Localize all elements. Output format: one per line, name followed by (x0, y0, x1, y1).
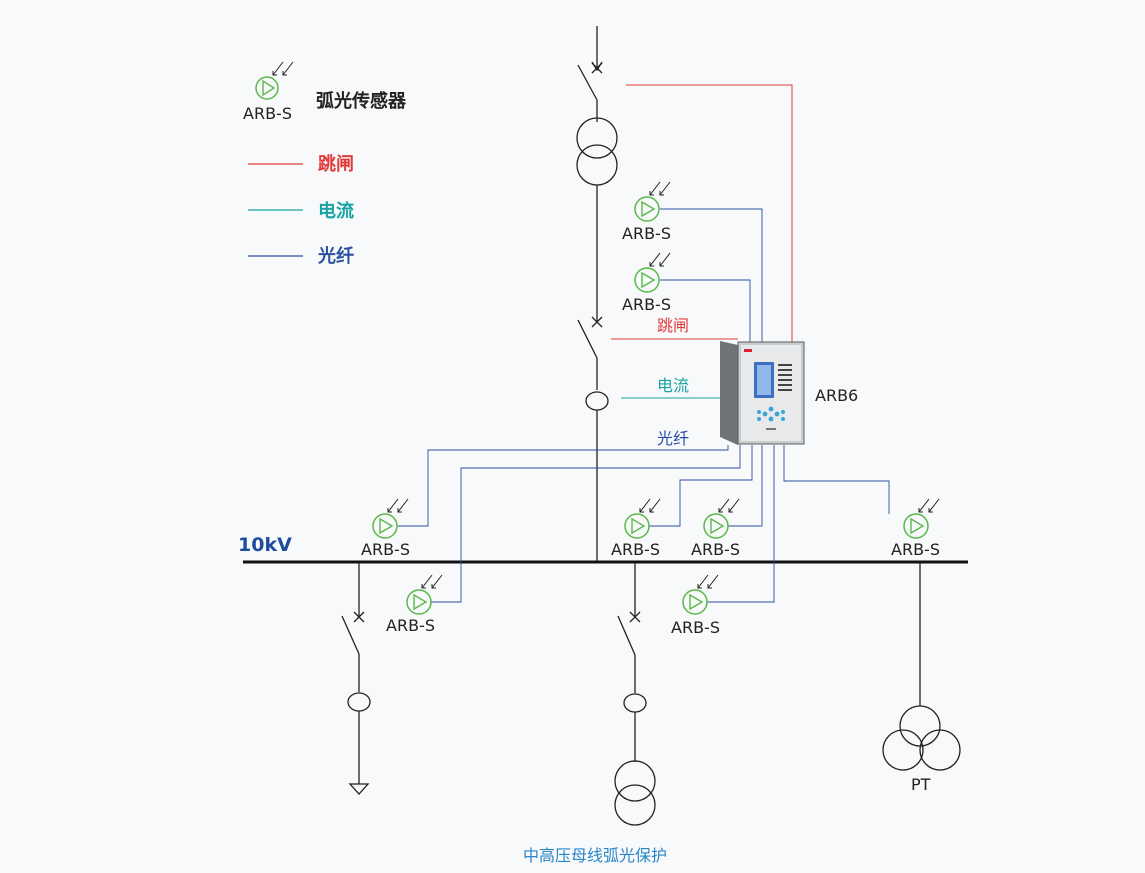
legend-sensor-model: ARB-S (243, 104, 292, 123)
legend-fiber-label: 光纤 (317, 245, 354, 267)
pt (882, 562, 961, 771)
incoming-feeder (576, 26, 618, 562)
sensor-top-2: ARB-S (622, 252, 671, 314)
pt-label: PT (911, 775, 931, 794)
feeder-middle (614, 562, 656, 826)
main-ct (585, 391, 609, 411)
sensor-label: ARB-S (622, 224, 671, 243)
main-transformer-lower (576, 144, 618, 186)
main-transformer-upper (576, 117, 618, 159)
device-fiber-label: 光纤 (657, 429, 689, 448)
device-current-label: 电流 (657, 376, 689, 395)
sensor-right: ARB-S (891, 498, 940, 559)
sensor-label: ARB-S (611, 540, 660, 559)
device-name: ARB6 (815, 386, 858, 405)
feeder-left (341, 562, 371, 795)
feeder-middle-ct (623, 693, 647, 713)
arb6-device (720, 341, 805, 445)
sensor-label: ARB-S (691, 540, 740, 559)
sensor-label: ARB-S (361, 540, 410, 559)
device-trip-label: 跳闸 (657, 316, 689, 335)
device-keypad (757, 406, 785, 422)
feeder-transformer-lower (614, 784, 656, 826)
sensor-label: ARB-S (386, 616, 435, 635)
legend-sensor-icon (255, 61, 294, 100)
legend-trip-label: 跳闸 (318, 153, 354, 175)
feeder-left-ct (347, 692, 371, 712)
sensor-left-2: ARB-S (386, 574, 443, 635)
sensor-left-1: ARB-S (361, 498, 410, 559)
trip-lines (611, 84, 793, 343)
sensor-label: ARB-S (622, 295, 671, 314)
sensor-top-1: ARB-S (622, 181, 671, 243)
fiber-lines (398, 208, 890, 603)
sensor-mid-1: ARB-S (611, 498, 661, 559)
caption: 中高压母线弧光保护 (523, 846, 667, 865)
ground-symbol (348, 783, 370, 795)
sensor-lower-mid: ARB-S (671, 574, 720, 637)
sensor-label: ARB-S (671, 618, 720, 637)
feeder-transformer-upper (614, 760, 656, 802)
legend-current-label: 电流 (318, 200, 354, 222)
bus-label: 10kV (238, 534, 292, 556)
sensor-mid-2: ARB-S (691, 498, 740, 559)
legend: ARB-S 弧光传感器 跳闸 电流 光纤 (243, 61, 407, 267)
legend-sensor-desc: 弧光传感器 (316, 90, 407, 112)
sensor-label: ARB-S (891, 540, 940, 559)
